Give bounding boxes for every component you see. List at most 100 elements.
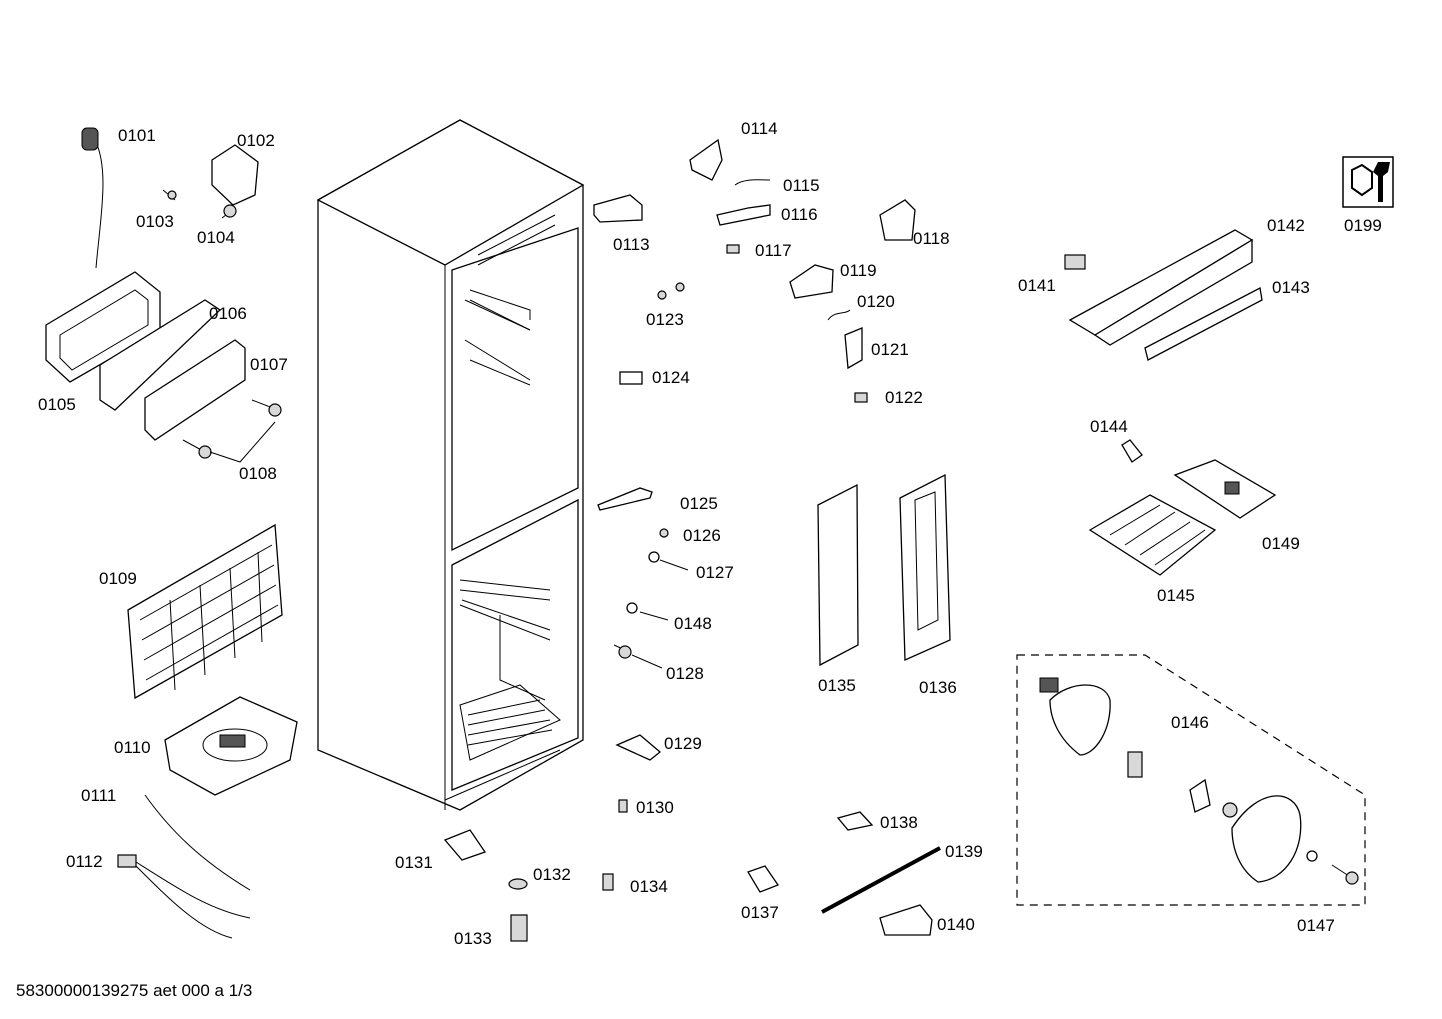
part-0128-screw	[613, 644, 663, 669]
part-0132-washer	[508, 878, 528, 890]
part-0102-bracket	[211, 144, 259, 206]
label-0125: 0125	[680, 494, 718, 513]
label-0133: 0133	[454, 929, 492, 948]
part-0119-block	[789, 264, 834, 299]
part-0124-clip	[619, 371, 643, 385]
part-0136-door	[899, 473, 951, 661]
part-0149-cover	[1173, 459, 1277, 519]
part-0144-bulb	[1121, 439, 1143, 463]
label-0122: 0122	[885, 388, 923, 407]
part-0120-clip	[827, 309, 851, 321]
label-0106: 0106	[209, 304, 247, 323]
part-0103-screw	[162, 189, 177, 201]
label-0141: 0141	[1018, 276, 1056, 295]
label-0102: 0102	[237, 131, 275, 150]
label-0124: 0124	[652, 368, 690, 387]
part-0109-grille	[127, 523, 283, 700]
part-0112-wires	[117, 854, 251, 939]
label-0103: 0103	[136, 212, 174, 231]
label-0137: 0137	[741, 903, 779, 922]
part-0135-panel	[817, 483, 859, 667]
part-0106-panel	[99, 299, 222, 411]
label-0149: 0149	[1262, 534, 1300, 553]
part-0122-clip	[854, 392, 868, 403]
part-0139-strip	[821, 846, 941, 914]
part-0138-block	[836, 811, 874, 831]
part-0147-fan-assembly	[1016, 654, 1366, 906]
label-0110: 0110	[114, 738, 151, 757]
label-0113: 0113	[613, 235, 650, 254]
label-0131: 0131	[395, 853, 433, 872]
label-0136: 0136	[919, 678, 957, 697]
part-0141-connector	[1064, 254, 1086, 270]
part-0114-bracket	[689, 138, 723, 181]
label-0114: 0114	[741, 119, 778, 138]
label-0142: 0142	[1267, 216, 1305, 235]
part-0142-housing	[1068, 229, 1254, 346]
label-0132: 0132	[533, 865, 571, 884]
label-0120: 0120	[857, 292, 895, 311]
label-0143: 0143	[1272, 278, 1310, 297]
part-0107-cover	[144, 339, 246, 441]
part-0116-bracket	[716, 204, 771, 226]
label-0119: 0119	[840, 261, 877, 280]
part-0115-clip	[734, 179, 771, 186]
part-0129-hinge	[615, 734, 662, 761]
document-id-footer: 58300000139275 aet 000 a 1/3	[16, 981, 253, 1000]
part-0111-wire	[144, 794, 251, 891]
label-0105: 0105	[38, 395, 76, 414]
label-0127: 0127	[696, 563, 734, 582]
part-0108-screws	[182, 399, 282, 463]
label-0139: 0139	[945, 842, 983, 861]
label-0128: 0128	[666, 664, 704, 683]
label-0134: 0134	[630, 877, 668, 896]
label-0107: 0107	[250, 355, 288, 374]
part-0137-clip	[747, 865, 779, 893]
label-0104: 0104	[197, 228, 235, 247]
part-0110-tray	[164, 696, 298, 796]
part-0125-bracket	[597, 487, 653, 511]
label-0148: 0148	[674, 614, 712, 633]
label-0199: 0199	[1344, 216, 1382, 235]
part-0140-block	[879, 904, 933, 936]
label-0147: 0147	[1297, 916, 1335, 935]
label-0129: 0129	[664, 734, 702, 753]
label-0138: 0138	[880, 813, 918, 832]
label-0109: 0109	[99, 569, 137, 588]
tool-wrench-icon	[1342, 156, 1394, 208]
part-0101-cable	[81, 127, 104, 269]
label-0123: 0123	[646, 310, 684, 329]
part-0121-bracket	[844, 327, 863, 370]
part-0143-strip	[1144, 287, 1263, 361]
label-0126: 0126	[683, 526, 721, 545]
part-0117-clip	[726, 244, 740, 254]
label-0130: 0130	[636, 798, 674, 817]
part-0104-screw	[221, 204, 237, 219]
part-0113-block	[593, 194, 643, 223]
label-0145: 0145	[1157, 586, 1195, 605]
part-0127-clip	[648, 551, 689, 571]
label-0108: 0108	[239, 464, 277, 483]
label-0121: 0121	[871, 340, 909, 359]
label-0117: 0117	[755, 241, 792, 260]
part-0133-foot	[510, 914, 528, 942]
part-0145-tray	[1088, 494, 1217, 576]
label-0135: 0135	[818, 676, 856, 695]
label-0140: 0140	[937, 915, 975, 934]
part-0130-foot	[618, 799, 628, 813]
part-0134-screw	[602, 873, 614, 891]
part-0118-block	[879, 199, 916, 241]
label-0146: 0146	[1171, 713, 1209, 732]
label-0116: 0116	[781, 205, 818, 224]
label-0118: 0118	[913, 229, 950, 248]
label-0144: 0144	[1090, 417, 1128, 436]
label-0101: 0101	[118, 126, 156, 145]
part-0126-screw	[659, 528, 669, 538]
part-0131-hinge	[443, 829, 487, 861]
fridge-cabinet	[316, 119, 585, 811]
part-0123-screws	[657, 282, 685, 300]
label-0111: 0111	[81, 786, 117, 805]
part-0148-clip	[626, 602, 669, 621]
label-0115: 0115	[783, 176, 820, 195]
